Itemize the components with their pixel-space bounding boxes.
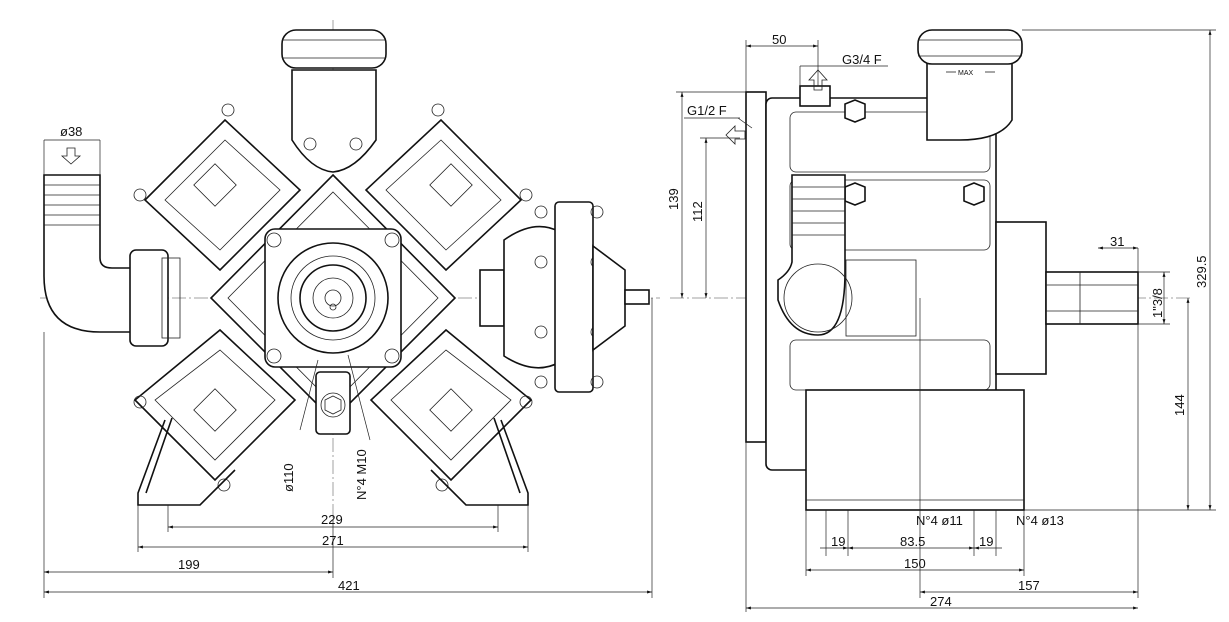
side-end-plate bbox=[745, 91, 767, 443]
dim-329-5: 329.5 bbox=[1194, 255, 1209, 288]
dim-199: 199 bbox=[178, 557, 200, 572]
dim-bolt-circle: ø110 bbox=[281, 463, 296, 492]
accumulator-front bbox=[281, 29, 387, 173]
accumulator-side: MAX bbox=[917, 29, 1023, 141]
dim-421: 421 bbox=[338, 578, 360, 593]
outlet-arrow-icon bbox=[808, 69, 828, 91]
dim-157: 157 bbox=[1018, 578, 1040, 593]
dim-19-right: 19 bbox=[979, 534, 993, 549]
shaft-housing bbox=[995, 221, 1047, 375]
diaphragm-head-top-right bbox=[364, 103, 533, 272]
dim-83-5: 83.5 bbox=[900, 534, 925, 549]
diaphragm-head-top-left bbox=[133, 103, 302, 272]
dim-holes-13: N°4 ø13 bbox=[1016, 513, 1064, 528]
shaft-bore bbox=[299, 264, 367, 332]
inlet-arrow-icon bbox=[60, 147, 82, 165]
suction-inlet bbox=[43, 174, 181, 347]
dim-shaft-spline: 1"3/8 bbox=[1150, 288, 1165, 318]
pressure-regulator bbox=[479, 201, 650, 393]
bolt-circle bbox=[277, 242, 389, 354]
dim-50: 50 bbox=[772, 32, 786, 47]
pto-shaft bbox=[1045, 271, 1139, 325]
diaphragm-head-bottom-left bbox=[133, 328, 297, 492]
drain-plug bbox=[315, 371, 351, 435]
dim-31: 31 bbox=[1110, 234, 1124, 249]
dim-19-left: 19 bbox=[831, 534, 845, 549]
dim-gauge-thread: G1/2 F bbox=[687, 103, 727, 118]
max-label: MAX bbox=[958, 70, 974, 77]
outlet-fitting bbox=[799, 85, 831, 107]
dim-271: 271 bbox=[322, 533, 344, 548]
base-foot bbox=[805, 389, 1025, 511]
dim-139: 139 bbox=[666, 188, 681, 210]
dim-229: 229 bbox=[321, 512, 343, 527]
gauge-arrow-icon bbox=[725, 125, 746, 145]
dim-holes-11: N°4 ø11 bbox=[916, 513, 963, 528]
dim-outlet-thread: G3/4 F bbox=[842, 52, 882, 67]
dim-144: 144 bbox=[1172, 394, 1187, 416]
side-view: MAX bbox=[670, 29, 1216, 612]
dim-mount-threads: N°4 M10 bbox=[354, 449, 369, 500]
dim-112: 112 bbox=[690, 201, 705, 222]
diaphragm-head-bottom-right bbox=[369, 328, 533, 492]
dim-274: 274 bbox=[930, 594, 952, 609]
dim-150: 150 bbox=[904, 556, 926, 571]
dim-inlet-diameter: ø38 bbox=[60, 124, 82, 139]
suction-elbow-side bbox=[777, 174, 853, 336]
front-view bbox=[40, 20, 660, 598]
